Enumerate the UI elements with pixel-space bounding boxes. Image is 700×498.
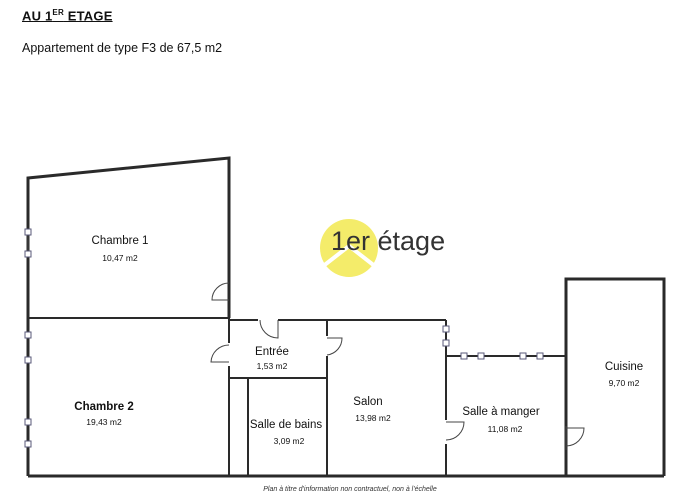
door-chambre1: [211, 282, 230, 301]
room-area-salle-a-manger: 11,08 m2: [488, 424, 523, 434]
heading-prefix: AU 1: [22, 8, 53, 24]
room-labels: Chambre 1 10,47 m2 Chambre 2 19,43 m2 En…: [74, 235, 643, 446]
watermark-logo: [320, 219, 378, 277]
door-entree: [259, 319, 279, 339]
heading-superscript: ER: [52, 8, 64, 17]
window-chambre2-d: [24, 440, 32, 448]
room-name-chambre1: Chambre 1: [92, 235, 149, 247]
room-name-chambre2: Chambre 2: [74, 401, 133, 413]
window-sam-1: [460, 352, 468, 360]
cuisine-outer-wall: [564, 277, 666, 476]
room-area-chambre2: 19,43 m2: [86, 417, 122, 427]
outer-walls: [26, 156, 666, 478]
room-area-chambre1: 10,47 m2: [102, 253, 138, 263]
room-name-salon: Salon: [353, 396, 382, 408]
room-area-sdb: 3,09 m2: [274, 436, 305, 446]
room-name-salle-a-manger: Salle à manger: [462, 406, 540, 418]
window-chambre2-c: [24, 418, 32, 426]
door-salon: [326, 337, 343, 356]
watermark-logo-chevron: [320, 243, 378, 269]
window-salon-a: [442, 325, 450, 333]
interior-walls: [28, 317, 567, 476]
room-name-sdb: Salle de bains: [250, 419, 322, 431]
window-chambre1-a: [24, 228, 32, 236]
room-area-salon: 13,98 m2: [355, 413, 391, 423]
window-chambre2-a: [24, 331, 32, 339]
room-name-entree: Entrée: [255, 346, 289, 358]
door-chambre2: [210, 344, 230, 363]
page-heading: AU 1ER ETAGE: [22, 8, 113, 23]
watermark-text: 1er étage: [331, 226, 445, 256]
disclaimer-note: Plan à titre d'information non contractu…: [263, 486, 437, 493]
room-area-entree: 1,53 m2: [257, 361, 288, 371]
apartment-description: Appartement de type F3 de 67,5 m2: [22, 41, 223, 55]
windows: [24, 228, 544, 448]
heading-suffix: ETAGE: [63, 8, 113, 24]
room-name-cuisine: Cuisine: [605, 361, 643, 373]
door-cuisine: [565, 427, 585, 447]
door-sam: [445, 421, 465, 441]
room-area-cuisine: 9,70 m2: [609, 378, 640, 388]
window-sam-4: [536, 352, 544, 360]
window-sam-2: [477, 352, 485, 360]
window-salon-b: [442, 339, 450, 347]
window-chambre2-b: [24, 356, 32, 364]
doors: [210, 282, 585, 447]
window-sam-3: [519, 352, 527, 360]
window-chambre1-b: [24, 250, 32, 258]
